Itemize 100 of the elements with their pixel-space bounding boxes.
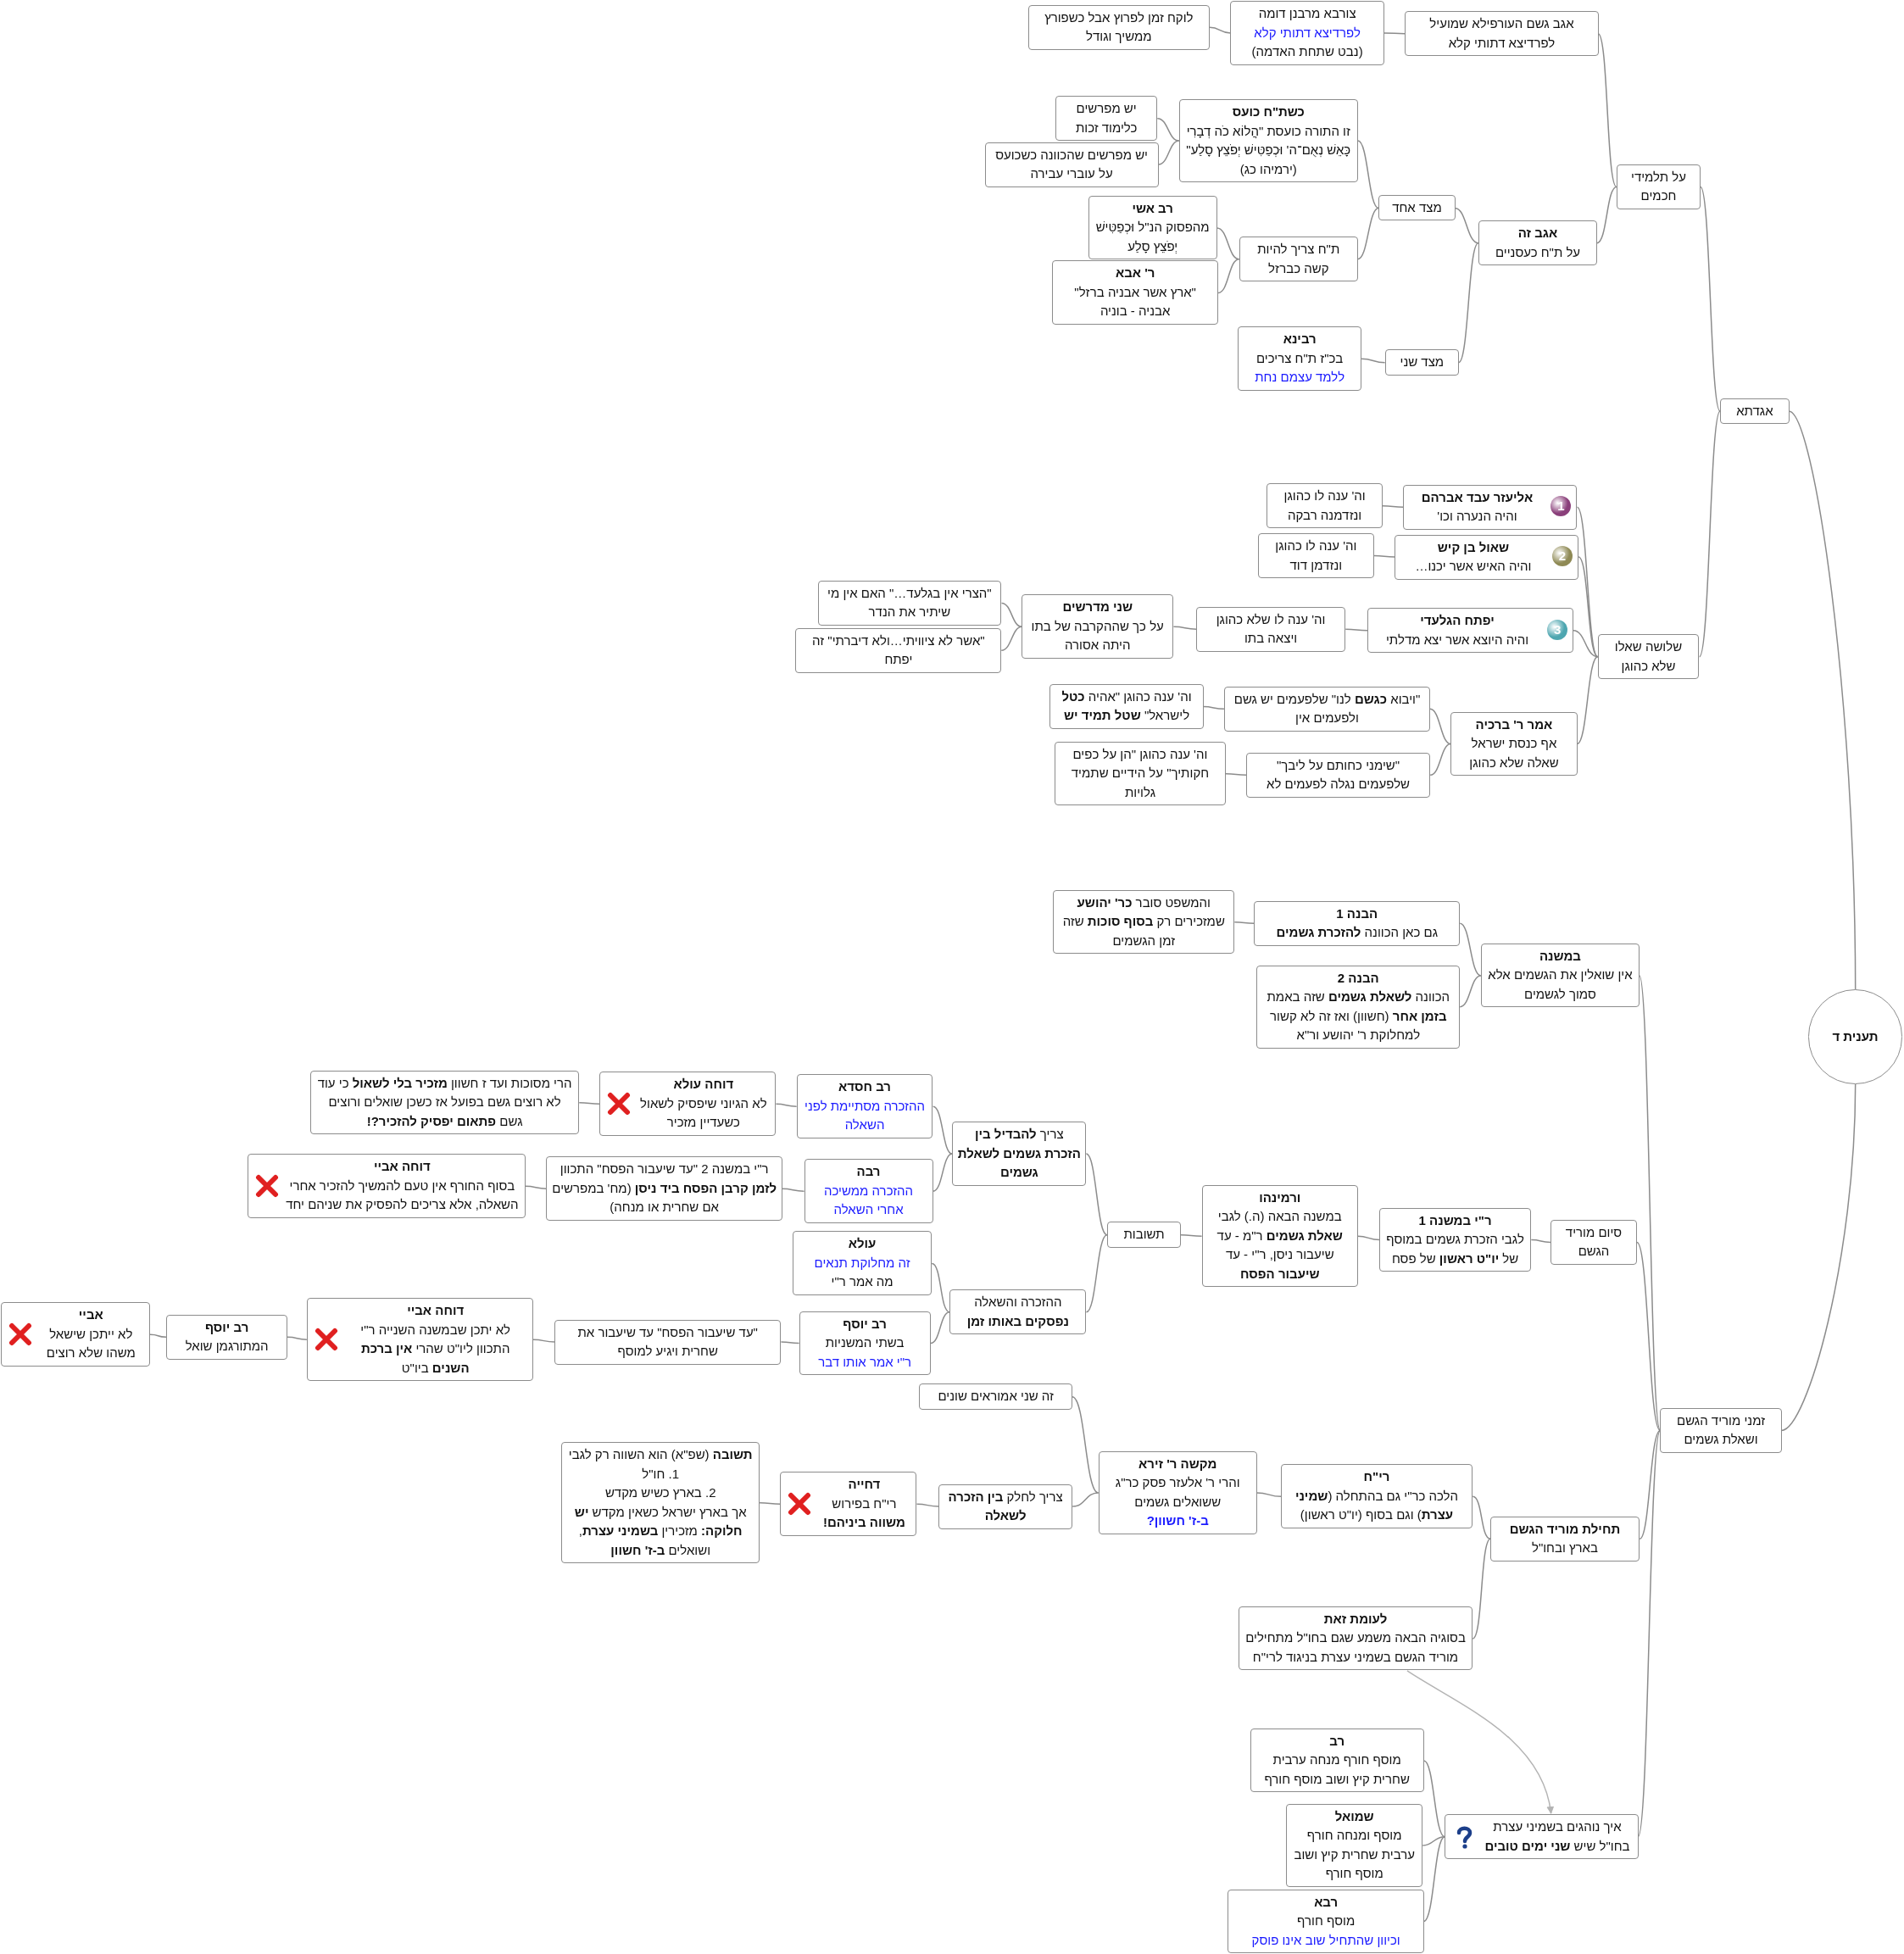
topic-box	[817, 580, 1002, 626]
connector	[1085, 1233, 1108, 1313]
topic-text: וה' ענה כהוגן "אהיה כטל לישראל" שטל תמיד יש	[1061, 688, 1193, 725]
topic-heading: רב יוסף	[203, 1318, 250, 1336]
topic-text: מוסף חורף מנחה ערבית שחרית קיץ ושוב מוסף חורף	[1263, 1751, 1411, 1788]
connector	[932, 1105, 954, 1155]
connector	[1780, 1083, 1857, 1432]
topic-text: צריך להבדיל בין הזכרת גשמים לשאלת גשמים	[957, 1126, 1082, 1182]
topic-text: והרי ר' אלעזר פסק כר"ג ששואלים גשמים	[1114, 1474, 1241, 1511]
connector	[1382, 505, 1405, 508]
topic-heading: דוחה אביי	[372, 1158, 431, 1176]
topic-box	[546, 1156, 782, 1221]
topic-text: איך נוהגים בשמיני עצרת בחו"ל שיש שני ימים טובים	[1484, 1818, 1631, 1855]
topic-box	[1250, 1728, 1424, 1793]
topic-text: מה אמר ר"י	[830, 1273, 894, 1291]
topic-box	[554, 1319, 782, 1365]
topic-text: בסוף החורף אין טעם להמשיך להזכיר אחרי השאלה, אלא צריכים להפסיק את שניהם יחד	[285, 1177, 520, 1214]
connector	[1422, 1760, 1445, 1838]
topic-box	[247, 1154, 526, 1218]
topic-box	[1378, 194, 1456, 221]
topic-text: זו התורה כועסת "הֲלוֹא כֹה דְבָרִי כָּאֵשׁ נְאֻם־ה' וּכְפַטִּישׁ יְפֹצֵץ סָלַע" (ירמיהו כג)	[1185, 122, 1352, 178]
topic-box	[952, 1122, 1087, 1186]
topic-box	[1054, 741, 1226, 806]
topic-text: וה' ענה לו כהוגן ונזדמן דוד	[1274, 537, 1358, 574]
topic-box	[949, 1289, 1087, 1335]
topic-box	[780, 1472, 917, 1536]
topic-heading: ר' אבא	[1114, 264, 1156, 282]
topic-box	[1367, 608, 1574, 654]
connector	[1530, 1239, 1551, 1244]
topic-text: ההזכרה והשאלה נפסקים באותו זמן	[966, 1294, 1070, 1330]
topic-heading: רב	[1328, 1732, 1346, 1750]
topic-heading: תענית ד	[1831, 1027, 1879, 1045]
topic-box	[1597, 634, 1700, 680]
topic-text: תשובות	[1122, 1226, 1166, 1244]
topic-box	[1281, 1464, 1473, 1528]
topic-heading: רי"ח	[1362, 1468, 1391, 1486]
topic-box	[166, 1314, 288, 1360]
topic-box	[1223, 686, 1431, 732]
topic-heading: דחייה	[847, 1476, 882, 1494]
connector	[532, 1339, 556, 1343]
connector	[1573, 630, 1599, 658]
topic-box	[1239, 237, 1358, 282]
connector	[1700, 186, 1721, 412]
connector	[1788, 410, 1857, 990]
topic-text: בשתי המשניות	[824, 1334, 905, 1352]
topic-text: גם כאן הכוונה להזכרת גשמים	[1275, 924, 1439, 942]
topic-box	[793, 1231, 932, 1295]
connector	[578, 1102, 601, 1105]
connector	[1225, 773, 1247, 776]
topic-heading: רבא	[1313, 1893, 1339, 1911]
topic-text: ההזכרה ממשיכה אחרי השאלה	[823, 1182, 915, 1219]
connector	[1156, 117, 1180, 142]
topic-text: צורבא מרבנן דומה	[1257, 5, 1357, 22]
topic-heading: ורמינהו	[1258, 1189, 1302, 1206]
connector	[1457, 242, 1479, 364]
topic-heading: תחילת מוריד הגשם	[1508, 1520, 1622, 1538]
topic-heading: עולא	[847, 1235, 877, 1253]
connector	[524, 1185, 548, 1190]
connector	[1698, 410, 1721, 658]
topic-text: רי"ח בפירוש משווה ביניהם!	[821, 1495, 906, 1532]
topic-text: לפרדיצא דתותי קלא	[1253, 24, 1361, 42]
topic-box	[1053, 889, 1235, 955]
topic-box	[938, 1484, 1073, 1529]
topic-text: ת"ח צריך להיות קשה כברזל	[1256, 241, 1341, 277]
connector	[1072, 1396, 1100, 1494]
topic-text: "הצרי אין בגלעד…" האם אין מי שיתיר את הנדר	[827, 584, 993, 621]
topic-heading: רבה	[855, 1163, 882, 1181]
topic-text: מוסף ומנחה חורף ערבית שחרית קיץ ושוב מוסף חורף	[1293, 1827, 1416, 1883]
topic-text: הרי מסוכות ועד ז חשוון מזכיר בלי לשאול כי עוד לא רוצים גשם בפועל אז כשכן שואלים ורוצים גשם פתאום יפסיק להזכיר?!	[316, 1074, 573, 1130]
topic-heading: שמואל	[1333, 1807, 1375, 1825]
topic-box	[1, 1302, 150, 1367]
topic-text: זמני מוריד הגשם ושאלת גשמים	[1676, 1411, 1767, 1449]
connector	[781, 1188, 805, 1192]
connector	[1180, 1233, 1203, 1237]
topic-text: לא יתכן שבמשנה השנייה ר"י התכוון ליו"ט שהרי אין ברכת השנים ביו"ט	[359, 1321, 511, 1377]
connector	[1429, 708, 1452, 745]
topic-text: על כך שההקרבה של בתו היתה אסורה	[1030, 617, 1165, 654]
topic-box	[1239, 1606, 1473, 1671]
topic-text: ההזכרה מסתיימת לפני השאלה	[804, 1097, 926, 1134]
topic-text: וה' ענה כהוגן "הן על כפים חקותיך" על הידיים שתמיד גלויות	[1070, 745, 1211, 801]
topic-box	[599, 1072, 777, 1136]
topic-text: וכיוון שהתחיל שוב אינו פוסק	[1250, 1931, 1401, 1949]
topic-box	[1616, 164, 1701, 209]
topic-box	[1246, 752, 1430, 798]
connector	[1361, 358, 1386, 364]
topic-box	[1178, 99, 1358, 183]
topic-text: והיה האיש אשר יכנו…	[1414, 558, 1533, 576]
topic-box	[1196, 606, 1345, 652]
topic-text: 1. חו"ל	[641, 1465, 681, 1483]
topic-box	[1660, 1407, 1782, 1453]
topic-heading: במשנה	[1538, 947, 1582, 965]
topic-heading: יפתח הגלעדי	[1419, 612, 1495, 630]
topic-heading: רב אשי	[1131, 200, 1174, 217]
topic-box	[1267, 483, 1383, 529]
topic-text: לוקח זמן לפרוץ אבל כשפורץ ממשיך וגודל	[1044, 8, 1194, 46]
connector	[1472, 1495, 1491, 1540]
number-badge: 1	[1550, 496, 1572, 517]
number-badge: 3	[1547, 619, 1568, 640]
topic-heading: הבנה 1	[1335, 905, 1379, 922]
topic-text: והמשפט סובר כר' יהושע שמזכירים רק בסוף סוכות שזה זמן הגשמים	[1061, 893, 1226, 949]
